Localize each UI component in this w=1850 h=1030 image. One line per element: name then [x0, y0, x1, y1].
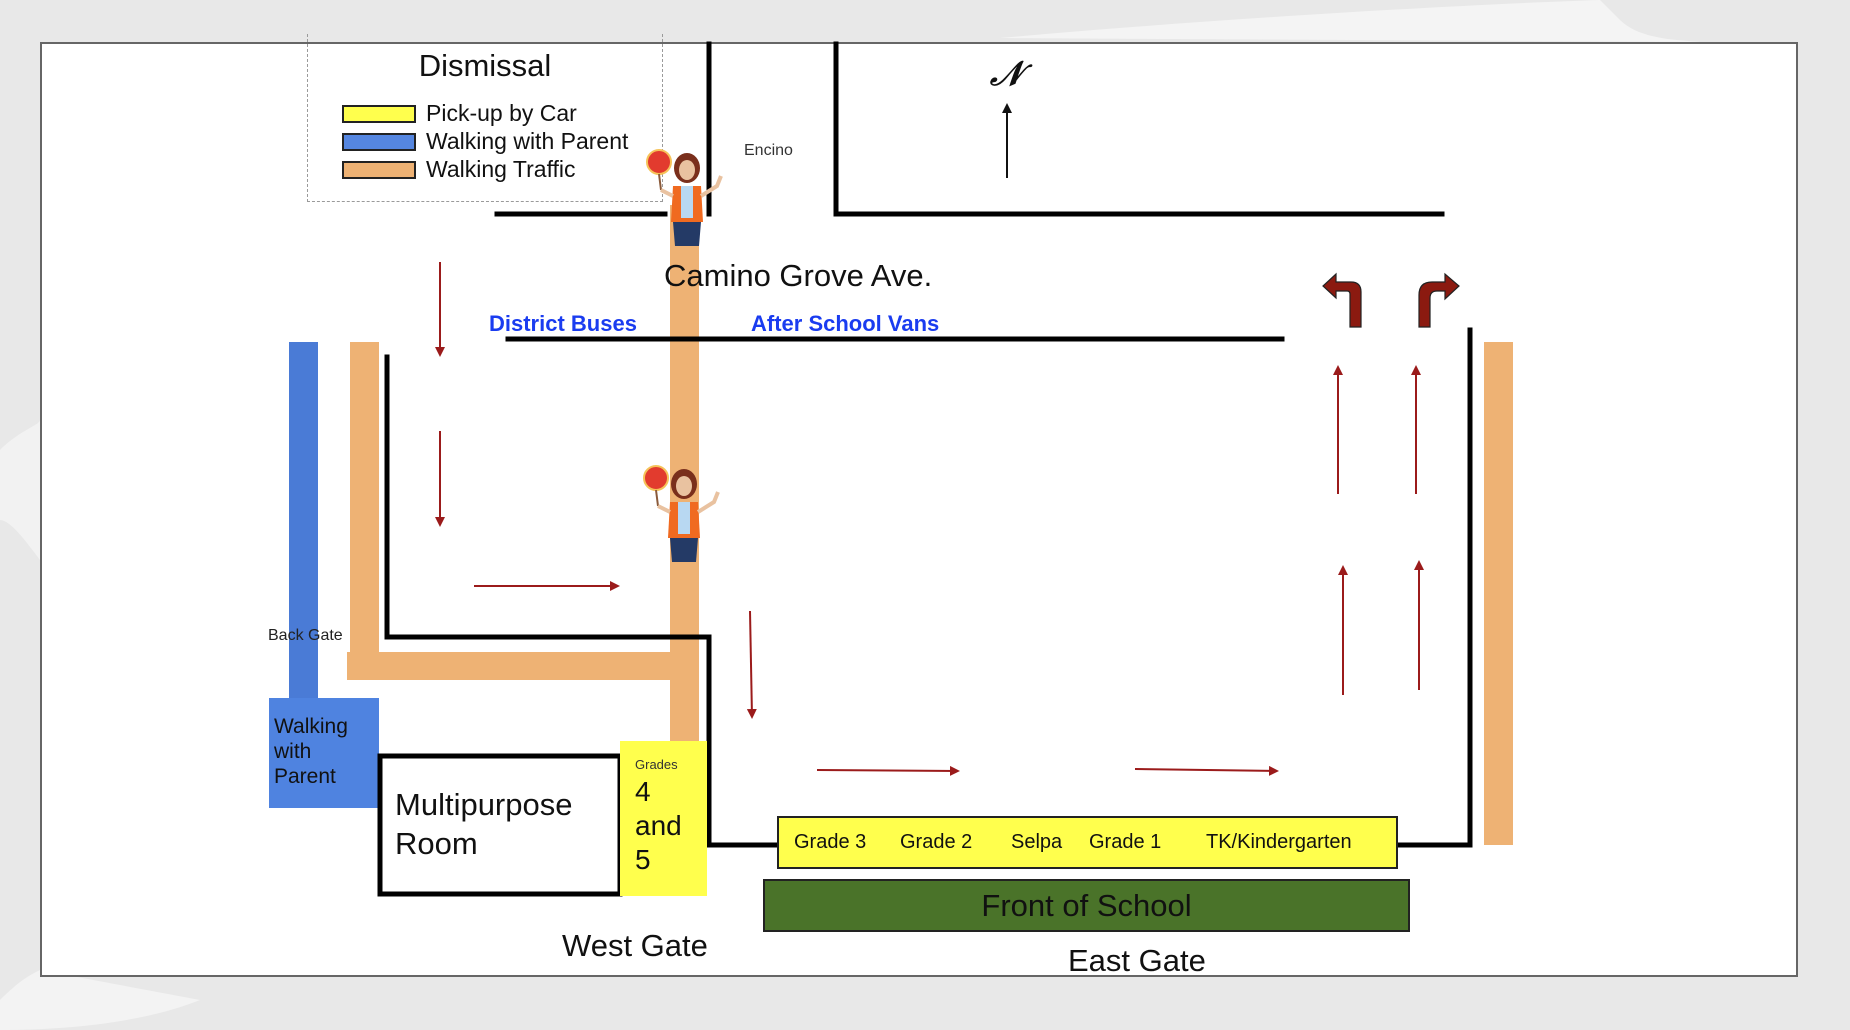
road-line: [384, 354, 781, 848]
zone-label-after-school-vans: After School Vans: [751, 311, 940, 336]
label-line: 5: [635, 844, 651, 875]
legend-label: Walking with Parent: [426, 128, 629, 154]
north-label: 𝒩: [990, 54, 1023, 94]
street-label-camino-grove: Camino Grove Ave.: [664, 258, 933, 293]
label-line: Walking: [274, 715, 348, 738]
label-line: Parent: [274, 765, 336, 788]
label-line: 4: [635, 776, 651, 807]
grades-4-5-pickup: [620, 741, 707, 896]
grades-label-small: Grades: [635, 757, 678, 772]
legend-swatch-blue: [342, 132, 416, 151]
walking-traffic-path-right: [1484, 342, 1513, 845]
front-of-school-label: Front of School: [981, 888, 1192, 923]
west-gate-label: West Gate: [562, 928, 708, 963]
turn-left-arrow-icon: [1322, 272, 1362, 328]
pickup-selpa: Selpa: [1011, 831, 1063, 853]
pickup-tk-kindergarten: TK/Kindergarten: [1206, 831, 1352, 853]
grades-4-5-label: 4 and 5: [635, 775, 682, 877]
label-line: with: [274, 740, 312, 763]
walking-traffic-path-left: [350, 342, 379, 680]
legend-item-pickup-car: Pick-up by Car: [342, 100, 577, 127]
legend-title: Dismissal: [418, 48, 552, 83]
walking-traffic-path-horizontal: [347, 652, 699, 680]
pickup-grade-1: Grade 1: [1089, 831, 1162, 853]
walking-parent-zone: [269, 698, 379, 808]
legend-swatch-orange: [342, 160, 416, 179]
legend-label: Walking Traffic: [426, 156, 576, 182]
legend-swatch-yellow: [342, 104, 416, 123]
turn-right-arrow-icon: [1418, 272, 1460, 328]
walking-parent-path: [289, 342, 318, 702]
multipurpose-room-label: Multipurpose Room: [395, 785, 572, 863]
traffic-arrow-right: [1134, 765, 1279, 776]
walking-parent-zone-label: Walking with Parent: [274, 714, 348, 789]
legend-label: Pick-up by Car: [426, 100, 577, 126]
legend-item-walking-traffic: Walking Traffic: [342, 156, 576, 183]
road-line: [833, 41, 1445, 217]
traffic-arrow-right: [816, 765, 960, 776]
street-label-encino: Encino: [744, 142, 793, 159]
legend: [307, 34, 663, 202]
legend-item-walking-parent: Walking with Parent: [342, 128, 628, 155]
label-line: and: [635, 810, 682, 841]
label-line: Room: [395, 826, 478, 861]
pickup-grade-2: Grade 2: [900, 831, 973, 853]
north-arrow-icon: [1002, 103, 1012, 178]
pickup-row: [777, 816, 1398, 869]
road-line: [1394, 327, 1473, 848]
crossing-guard-icon: [643, 465, 720, 562]
pickup-grade-3: Grade 3: [794, 831, 867, 853]
east-gate-label: East Gate: [1068, 943, 1206, 978]
traffic-arrow-down: [746, 610, 757, 719]
crossing-guard-icon: [646, 149, 723, 246]
zone-label-district-buses: District Buses: [489, 311, 637, 336]
label-line: Multipurpose: [395, 787, 573, 822]
front-of-school: [763, 879, 1410, 932]
back-gate-label: Back Gate: [268, 627, 343, 644]
